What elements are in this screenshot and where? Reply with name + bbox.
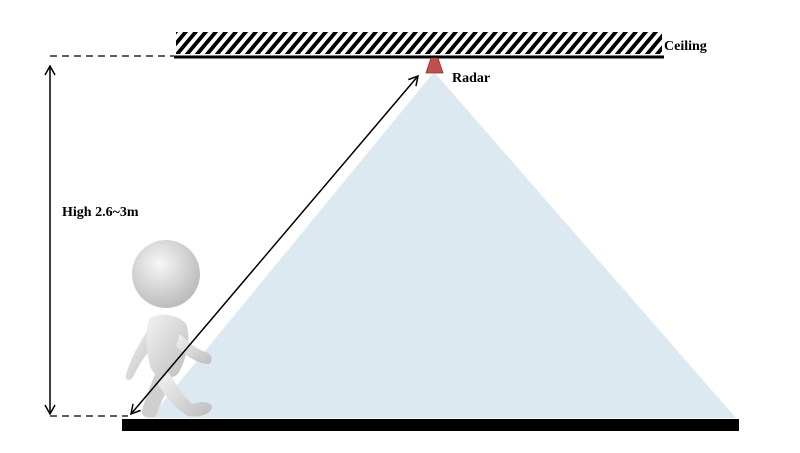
height-label: High 2.6~3m bbox=[62, 205, 139, 220]
radar-label: Radar bbox=[452, 71, 490, 86]
detection-range-arrow bbox=[130, 74, 419, 416]
floor bbox=[122, 419, 739, 431]
ceiling-hatch bbox=[176, 32, 662, 54]
ceiling-label: Ceiling bbox=[664, 39, 707, 54]
radar-sensor-icon bbox=[425, 57, 444, 74]
person-head bbox=[132, 240, 200, 308]
radar-beam bbox=[150, 72, 736, 418]
ceiling bbox=[174, 32, 664, 59]
